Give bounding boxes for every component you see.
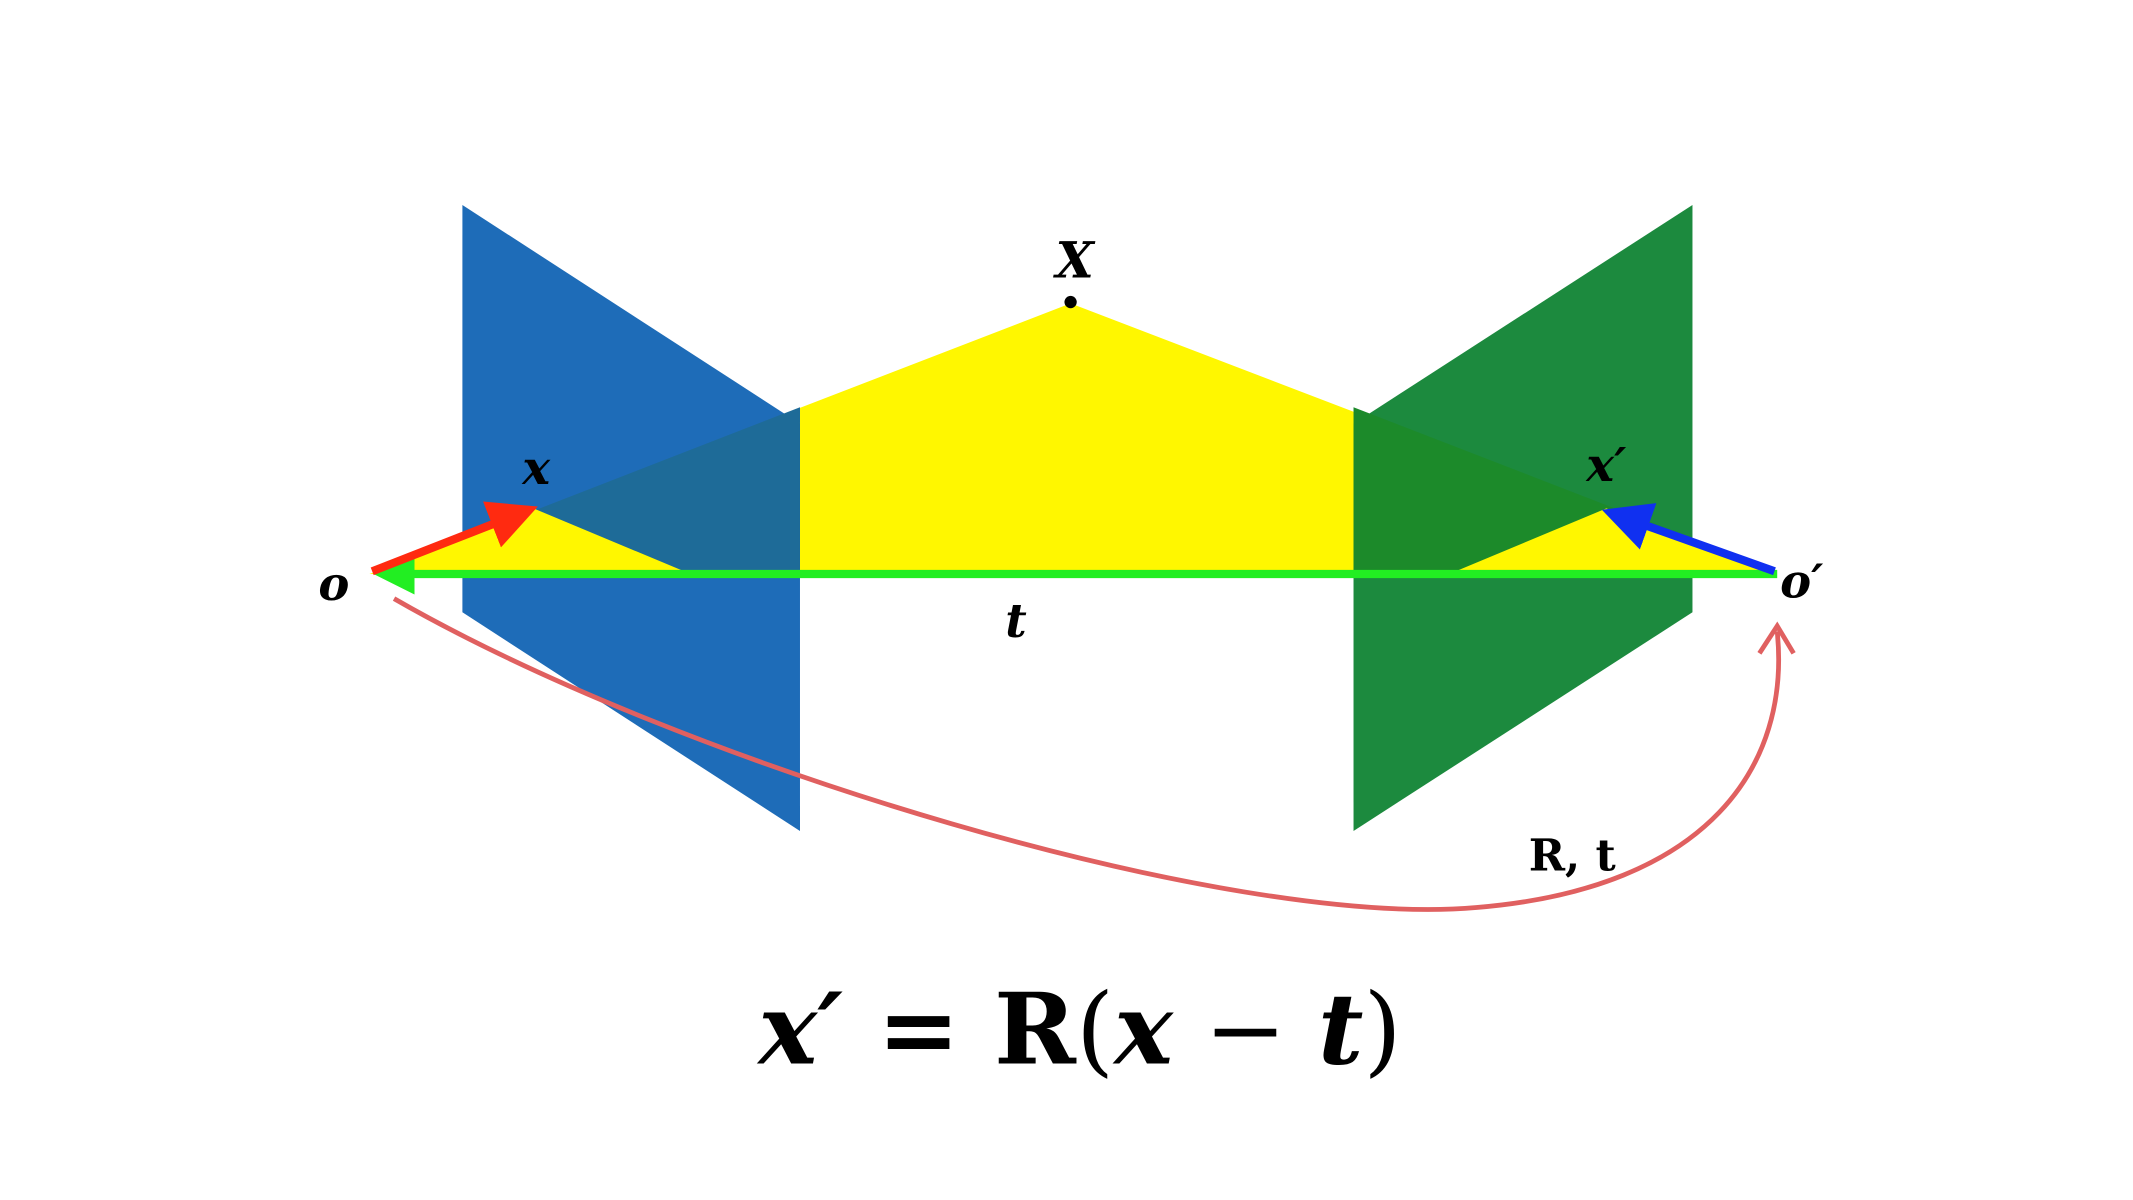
equation: x′ = R(x − t) [757, 972, 1402, 1087]
label-x-prime: x′ [1585, 437, 1626, 492]
label-X: X [1053, 231, 1096, 289]
label-o-prime: o′ [1780, 553, 1823, 608]
label-t: t [1005, 593, 1026, 648]
ray-right-arrow [1601, 503, 1776, 576]
transform-arrowhead [1757, 621, 1796, 655]
ray-left-arrow [370, 501, 538, 576]
label-R-t: R, t [1529, 831, 1616, 882]
transform-arrow [392, 596, 1781, 912]
label-x: x [521, 440, 551, 495]
point-X-dot [1064, 295, 1077, 309]
label-o: o [318, 556, 349, 611]
